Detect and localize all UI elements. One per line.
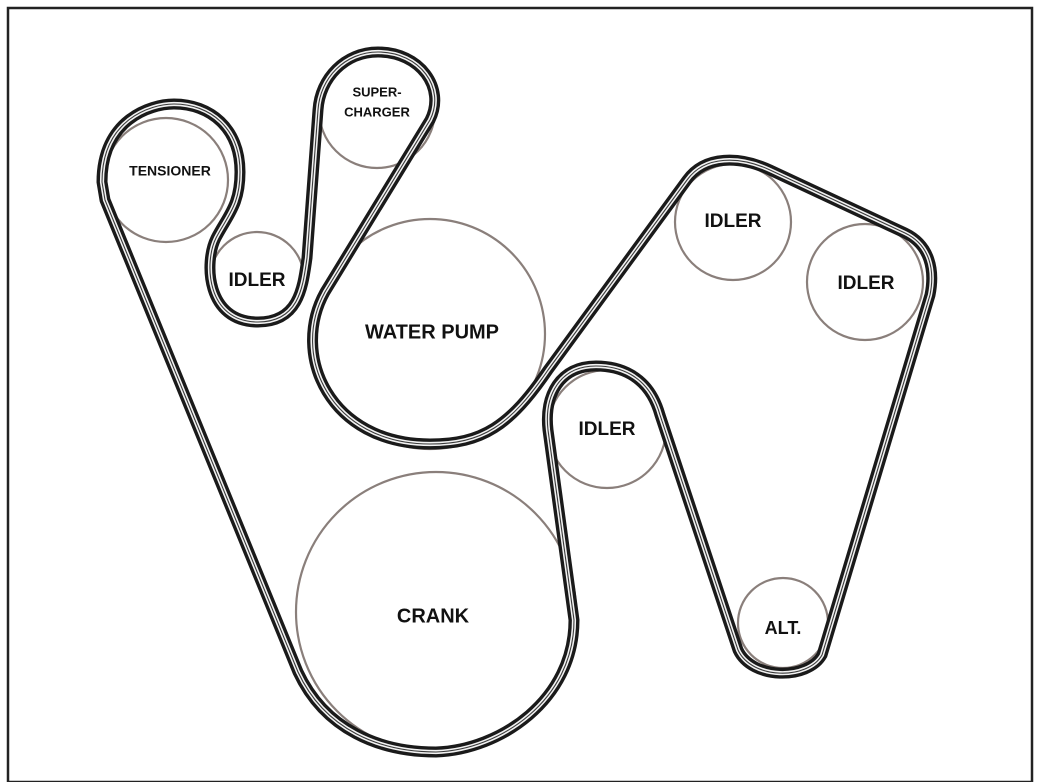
idler-far-right-label: IDLER	[838, 273, 895, 294]
supercharger-label-line1: SUPER-	[352, 84, 401, 99]
idler-center-label: IDLER	[579, 419, 636, 440]
water-pump-label: WATER PUMP	[365, 321, 499, 343]
alternator-label: ALT.	[765, 618, 802, 638]
serpentine-belt	[96, 46, 938, 758]
tensioner-label: TENSIONER	[129, 163, 211, 179]
supercharger-label-line2: CHARGER	[344, 104, 410, 119]
idler-far-right-pulley	[805, 222, 925, 342]
idler-top-right-label: IDLER	[705, 211, 762, 232]
tensioner-pulley	[102, 116, 230, 244]
crank-label: CRANK	[397, 605, 470, 627]
idler-small-label: IDLER	[229, 270, 286, 291]
